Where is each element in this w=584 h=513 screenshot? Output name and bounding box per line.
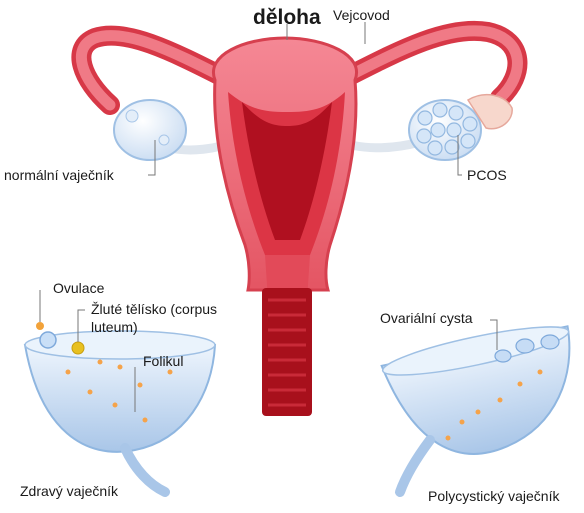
cervix (262, 288, 312, 416)
label-pcos: PCOS (467, 168, 507, 183)
label-uterus: děloha (253, 6, 321, 29)
ovulating-follicle (40, 332, 56, 348)
label-healthy-ovary: Zdravý vaječník (20, 484, 118, 499)
healthy-ovary-section (25, 322, 215, 492)
uterus (213, 38, 356, 300)
label-fallopian-tube: Vejcovod (333, 8, 390, 23)
label-polycystic-ovary: Polycystický vaječník (428, 489, 559, 504)
right-pcos-ovary (409, 95, 512, 160)
label-follicle: Folikul (143, 354, 183, 369)
label-normal-ovary: normální vaječník (4, 168, 114, 183)
label-ovarian-cyst: Ovariální cysta (380, 311, 473, 326)
label-corpus-luteum: Žluté tělísko (corpus luteum) (91, 300, 241, 336)
label-ovulation: Ovulace (53, 281, 104, 296)
polycystic-ovary-section (380, 318, 584, 492)
left-normal-ovary (114, 100, 186, 160)
corpus-luteum (72, 342, 84, 354)
ovulation-egg (36, 322, 44, 330)
